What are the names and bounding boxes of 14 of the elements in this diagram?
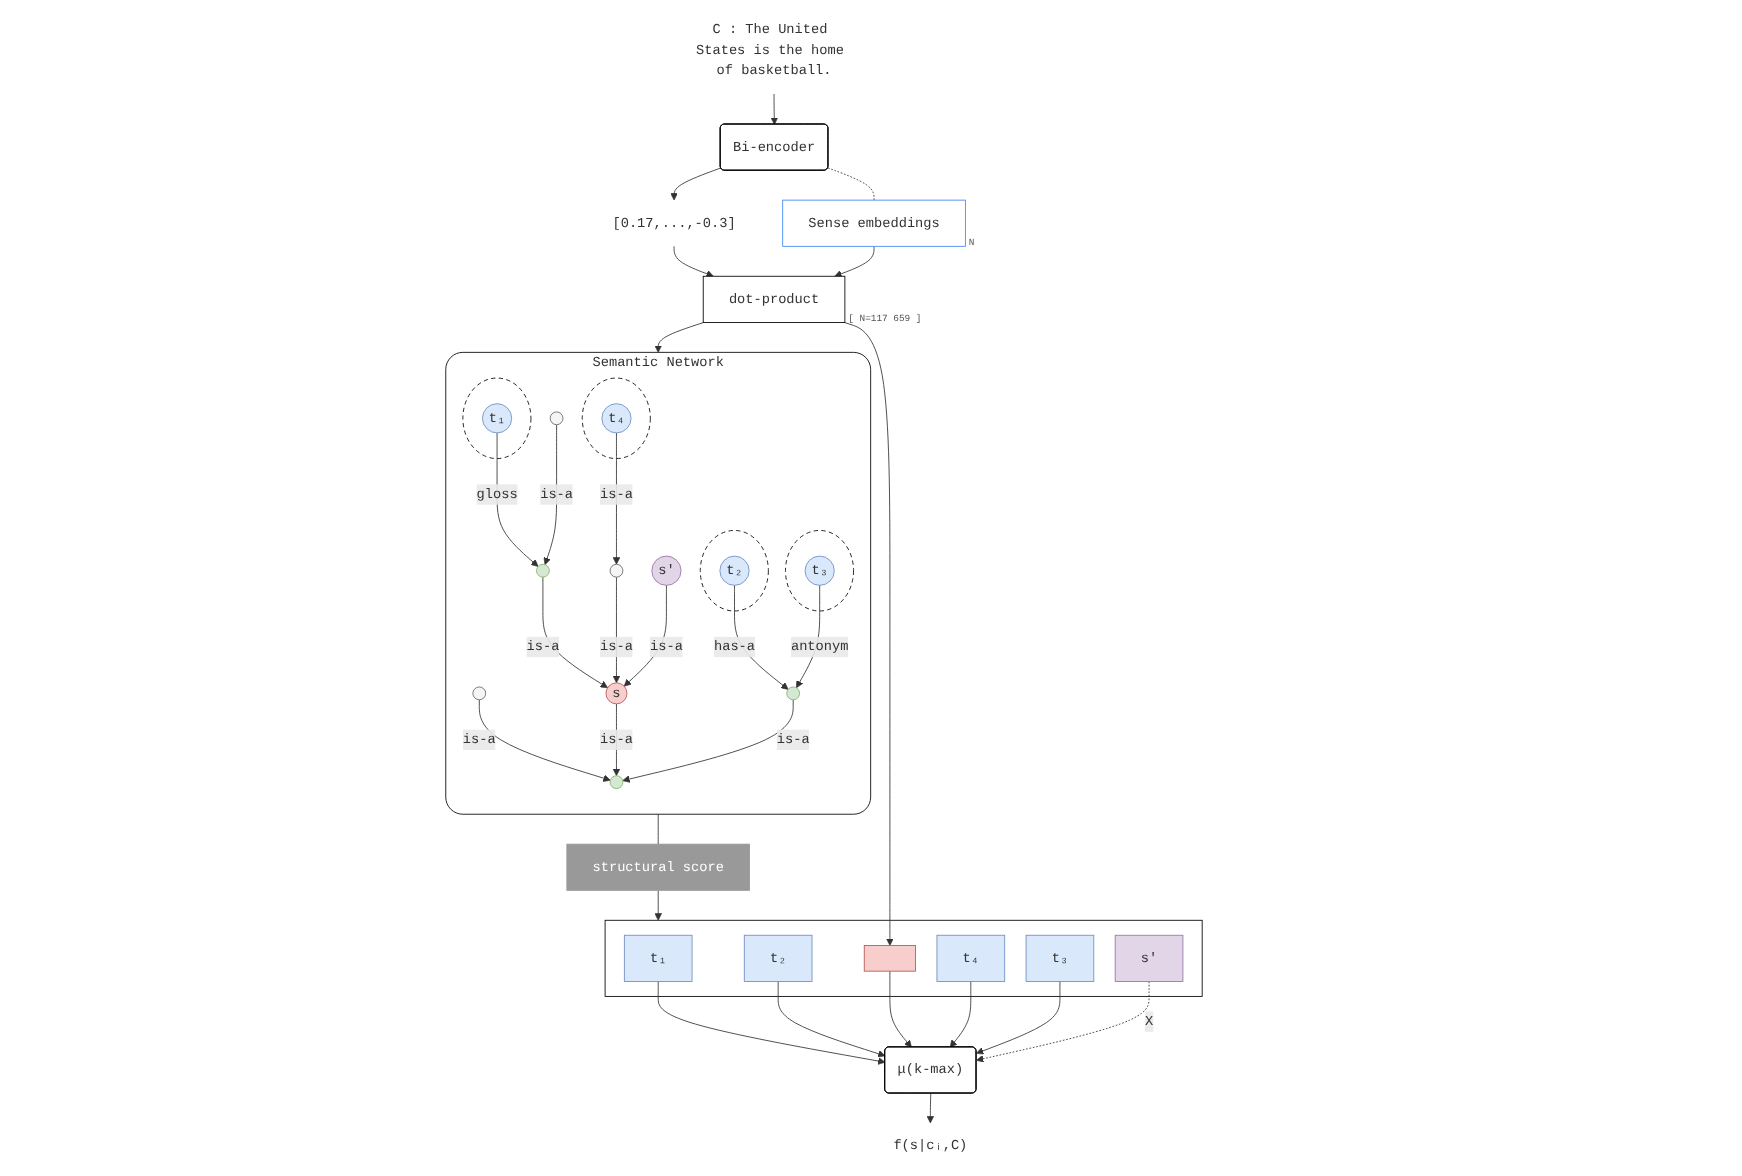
node-circle [609,563,624,578]
cluster [604,919,1203,997]
node-circle [536,563,550,578]
node-circle [472,686,487,701]
node-circle [786,686,800,701]
cluster [462,377,532,459]
cluster [785,530,854,612]
node-circle [549,411,564,426]
connector [657,813,659,845]
node-box [863,945,916,972]
cluster [581,377,651,459]
node-circle [609,775,624,789]
connector [827,167,875,201]
cluster [699,530,769,612]
